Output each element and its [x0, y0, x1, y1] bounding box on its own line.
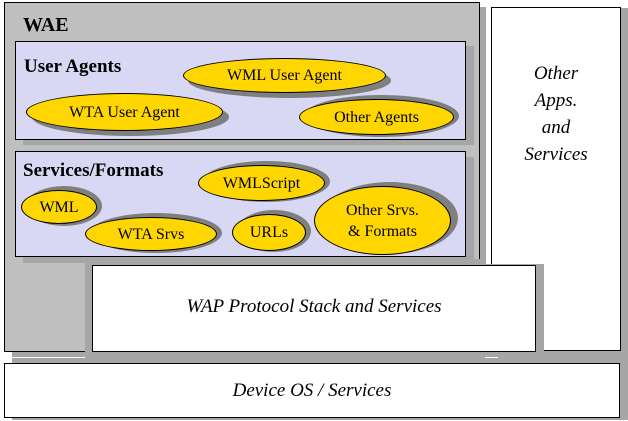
agent-wml-user-agent: WML User Agent — [183, 58, 391, 98]
service-wta-srvs: WTA Srvs — [85, 213, 222, 253]
user-agents-title: User Agents — [24, 56, 122, 77]
oval-wta-user-agent: WTA User Agent — [26, 93, 223, 131]
wap-stack-label: WAP Protocol Stack and Services — [186, 296, 442, 317]
oval-other-srvs-formats: Other Srvs. & Formats — [314, 186, 451, 255]
wap-stack-box: WAP Protocol Stack and Services — [92, 265, 536, 352]
services-formats-title: Services/Formats — [23, 160, 164, 181]
device-os-box: Device OS / Services — [4, 363, 620, 418]
service-wmlscript: WMLScript — [198, 161, 330, 202]
service-urls: URLs — [232, 210, 311, 252]
oval-other-agents: Other Agents — [299, 99, 454, 135]
oval-wta-srvs: WTA Srvs — [85, 217, 217, 251]
agent-wta-user-agent: WTA User Agent — [26, 93, 229, 136]
oval-urls: URLs — [232, 214, 306, 251]
other-apps-label: Other Apps. and Services — [524, 63, 588, 165]
other-apps-box: Other Apps. and Services — [491, 7, 621, 351]
oval-wml-user-agent: WML User Agent — [183, 58, 386, 93]
agent-other-agents: Other Agents — [299, 95, 459, 137]
wae-title: WAE — [23, 14, 69, 36]
user-agents-box: User Agents WML User Agent WTA User Agen… — [15, 41, 466, 140]
service-wml: WML — [21, 186, 102, 226]
service-other-srvs-formats: Other Srvs. & Formats — [314, 182, 458, 255]
oval-wml: WML — [21, 190, 97, 224]
device-os-label: Device OS / Services — [232, 380, 392, 401]
services-formats-box: Services/Formats WMLScript WML WTA Srvs … — [15, 151, 466, 257]
oval-wmlscript: WMLScript — [198, 165, 325, 201]
